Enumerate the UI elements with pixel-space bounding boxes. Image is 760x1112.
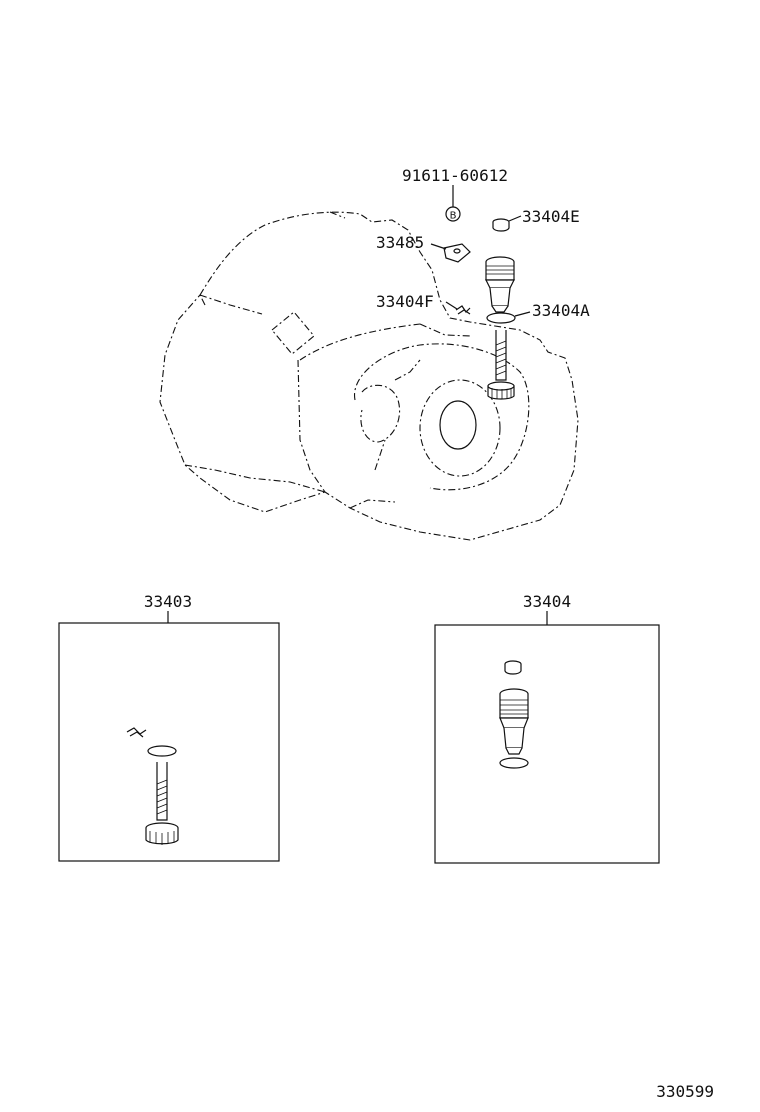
bolt-marker-label: B [450, 211, 457, 222]
o-ring-icon [486, 312, 516, 324]
sleeve-part-icon [499, 688, 529, 755]
kit-box-left: 33403 [58, 592, 280, 862]
kit-title-right: 33404 [523, 592, 571, 611]
kit-box-right: 33404 [434, 592, 660, 864]
callout-bolt: 91611-60612 [402, 166, 508, 185]
o-ring-icon [147, 745, 177, 757]
cap-part-icon [492, 218, 510, 232]
o-ring-icon [499, 757, 529, 769]
callout-sleeve: 33404A [532, 301, 590, 320]
diagram-code: 330599 [656, 1082, 714, 1101]
clip-part-icon [126, 727, 147, 735]
transmission-housing [159, 211, 579, 541]
cap-part-icon [504, 660, 522, 675]
driven-gear-shaft-icon [487, 330, 515, 400]
callout-clamp: 33485 [376, 233, 424, 252]
clamp-part-icon [443, 243, 471, 263]
callout-cap: 33404E [522, 207, 580, 226]
driven-gear-shaft-icon [145, 762, 179, 845]
bolt-marker-icon: B [445, 206, 461, 222]
clip-part-icon [455, 305, 471, 315]
sleeve-part-icon [485, 256, 515, 313]
callout-clip: 33404F [376, 292, 434, 311]
kit-title-left: 33403 [144, 592, 192, 611]
